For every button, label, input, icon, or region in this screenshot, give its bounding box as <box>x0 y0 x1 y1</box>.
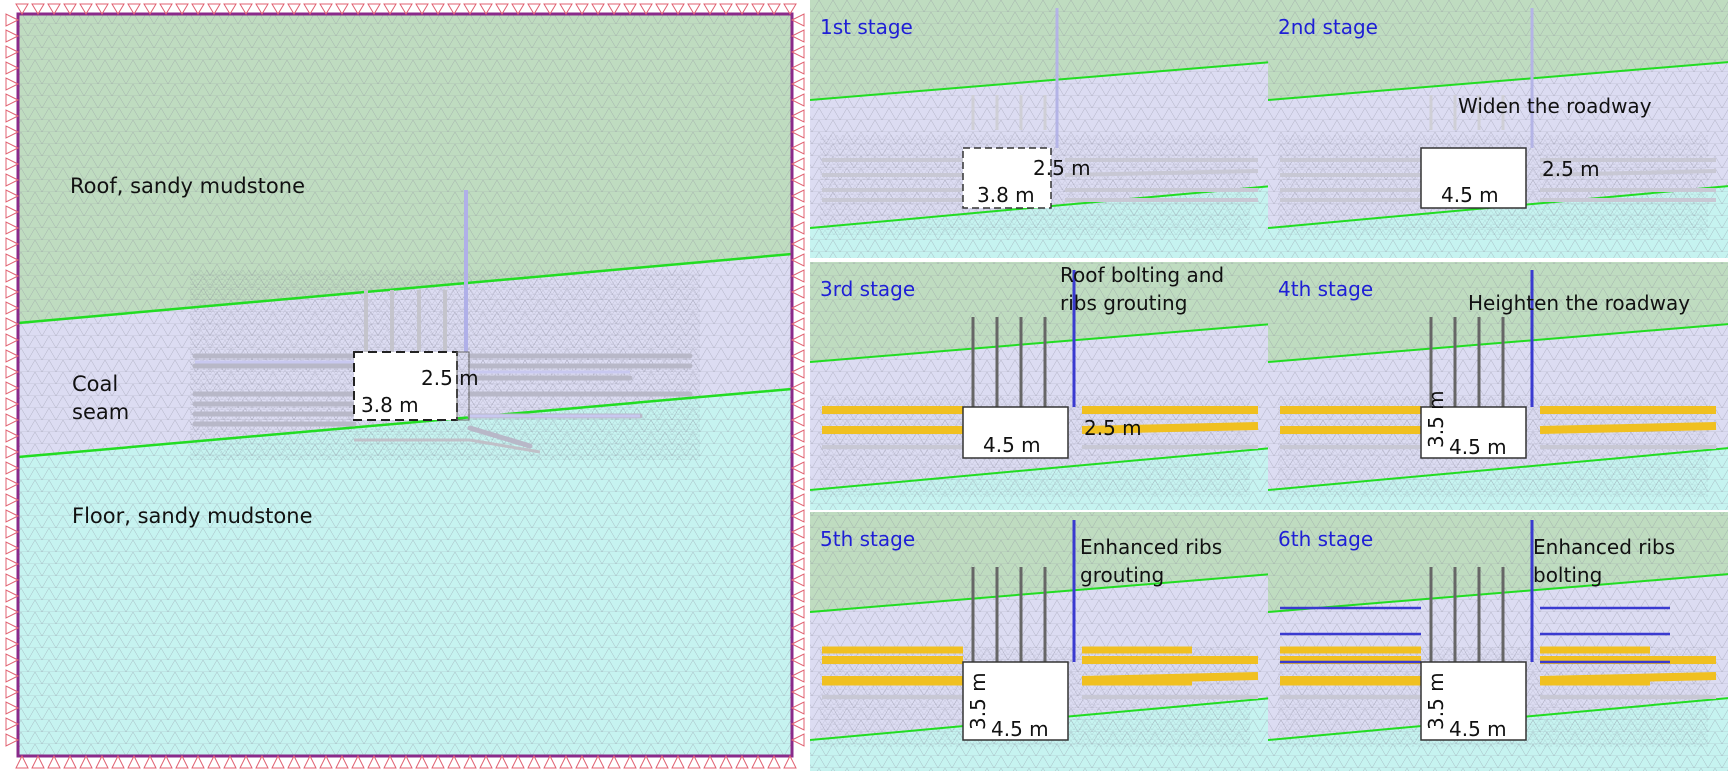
stage-caption: ribs grouting <box>1060 291 1187 315</box>
stage-title: 3rd stage <box>820 277 915 301</box>
roof-coal-interface <box>810 573 1272 613</box>
roadway-opening <box>962 661 1069 741</box>
roadway-height-label: 3.5 m <box>1424 672 1448 730</box>
stage-caption: grouting <box>1080 563 1164 587</box>
stage-panel-3: 3rd stage Roof bolting and ribs grouting 2.… <box>810 262 1272 510</box>
main-model: Roof, sandy mudstone Coal seam Floor, sa… <box>5 3 805 769</box>
roadway-width-label: 4.5 m <box>1449 717 1507 741</box>
stage-caption: Heighten the roadway <box>1468 291 1690 315</box>
right-rib-support <box>1064 169 1259 177</box>
stage-caption: Enhanced ribs <box>1080 535 1222 559</box>
boundary-supports <box>5 3 805 769</box>
stage-title: 1st stage <box>820 15 913 39</box>
left-rib-bolts <box>192 353 357 427</box>
stage-caption: Enhanced ribs <box>1533 535 1675 559</box>
stage-title: 2nd stage <box>1278 15 1378 39</box>
coal-floor-interface <box>810 447 1272 491</box>
roadway-height-label: 2.5 m <box>421 366 479 390</box>
right-rib-support <box>1081 422 1259 434</box>
roadway-opening <box>962 406 1069 459</box>
roadway-opening <box>1420 406 1527 459</box>
roadway-opening <box>1420 147 1527 209</box>
roof-coal-interface <box>810 323 1272 363</box>
roadway-width-label: 3.8 m <box>361 393 419 417</box>
coal-label-line2: seam <box>72 400 129 424</box>
roadway-width-label: 4.5 m <box>983 433 1041 457</box>
coal-floor-interface <box>18 387 792 459</box>
right-rib-support <box>1539 422 1717 434</box>
roof-coal-interface <box>1268 323 1728 363</box>
roadway-width-label: 4.5 m <box>991 717 1049 741</box>
roof-coal-interface <box>1268 61 1728 101</box>
stage-caption: Roof bolting and <box>1060 263 1224 287</box>
roof-bolts <box>364 290 447 352</box>
roof-coal-interface <box>810 61 1272 101</box>
coal-floor-interface <box>1268 447 1728 491</box>
stage-title: 5th stage <box>820 527 915 551</box>
roadway-height-label: 2.5 m <box>1542 157 1600 181</box>
roof-coal-interface <box>18 252 792 325</box>
stage-caption: bolting <box>1533 563 1602 587</box>
roadway-height-label: 3.5 m <box>966 672 990 730</box>
roadway-width-label: 4.5 m <box>1441 183 1499 207</box>
stage-panel-1: 1st stage 2.5 m 3.8 m <box>810 0 1272 258</box>
right-rib-support <box>1539 169 1717 177</box>
roadway-height-label: 2.5 m <box>1033 156 1091 180</box>
stage-caption: Widen the roadway <box>1458 94 1652 118</box>
roadway-opening <box>962 147 1052 209</box>
floor-label: Floor, sandy mudstone <box>72 504 313 528</box>
roof-coal-interface <box>1268 573 1728 613</box>
stage-title: 6th stage <box>1278 527 1373 551</box>
roadway-opening <box>353 351 458 421</box>
model-boundary <box>16 12 794 758</box>
coal-label-line1: Coal <box>72 372 118 396</box>
roadway-height-label: 3.5 m <box>1424 390 1448 448</box>
roadway-height-label: 2.5 m <box>1084 416 1142 440</box>
roadway-width-label: 4.5 m <box>1449 435 1507 459</box>
roadway-opening <box>1420 661 1527 741</box>
roadway-width-label: 3.8 m <box>977 183 1035 207</box>
roof-label: Roof, sandy mudstone <box>70 174 305 198</box>
stage-title: 4th stage <box>1278 277 1373 301</box>
